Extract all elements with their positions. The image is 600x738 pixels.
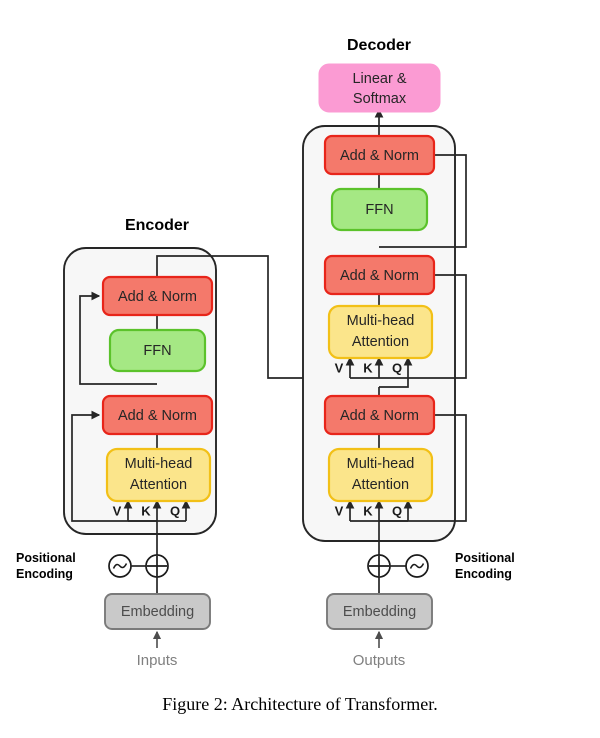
encoder-add-norm-bottom: Add & Norm xyxy=(101,394,214,436)
encoder-multi-head-attention-label-line2: Attention xyxy=(130,477,187,493)
encoder-multi-head-attention-label-line1: Multi-head xyxy=(125,456,193,472)
decoder-add-norm-top: Add & Norm xyxy=(323,134,436,176)
decoder-self-attention: Multi-head Attention xyxy=(327,447,434,503)
encoder-ffn-box xyxy=(108,328,207,373)
decoder-positional-encoding-wave-glyph xyxy=(409,563,425,569)
encoder-ffn: FFN xyxy=(108,328,207,373)
encoder-embedding-box xyxy=(104,593,211,630)
linear-softmax-label-line2: Softmax xyxy=(353,91,407,107)
decoder-ffn-box xyxy=(330,187,429,232)
decoder-cross-attention-label-line1: Multi-head xyxy=(347,313,415,329)
decoder-embedding-label: Embedding xyxy=(343,604,416,620)
decoder-self-attention-box xyxy=(327,447,434,503)
decoder-cross-q-feed-wire xyxy=(379,378,409,388)
decoder-add-norm-bottom-box xyxy=(323,394,436,436)
encoder-attention-residual-wire xyxy=(71,410,157,522)
encoder-ffn-residual-wire xyxy=(79,291,157,385)
decoder-add-norm-top-label: Add & Norm xyxy=(340,148,419,164)
decoder-positional-encoding-label-line2: Encoding xyxy=(455,567,512,581)
decoder-add-norm-top-box xyxy=(323,134,436,176)
decoder-self-v-label: V xyxy=(335,503,344,518)
decoder-stack: Add & Norm FFN Add & Norm Multi-head Att… xyxy=(302,108,467,566)
encoder-q-label: Q xyxy=(170,503,180,518)
decoder-cross-attention-box xyxy=(327,304,434,360)
figure-caption: Figure 2: Architecture of Transformer. xyxy=(162,694,438,714)
decoder-add-norm-bottom: Add & Norm xyxy=(323,394,436,436)
decoder-add-norm-middle: Add & Norm xyxy=(323,254,436,296)
decoder-self-q-label: Q xyxy=(392,503,402,518)
encoder-positional-encoding-label-line2: Encoding xyxy=(16,567,73,581)
encoder-add-norm-top: Add & Norm xyxy=(101,275,214,317)
decoder-ffn-residual-wire xyxy=(379,150,467,248)
decoder-cross-attention-label-line2: Attention xyxy=(352,334,409,350)
encoder-inputs-label: Inputs xyxy=(137,652,178,669)
encoder-multi-head-attention-box xyxy=(105,447,212,503)
decoder-embedding-box xyxy=(326,593,433,630)
decoder-add-norm-middle-box xyxy=(323,254,436,296)
decoder-add-norm-middle-label: Add & Norm xyxy=(340,268,419,284)
decoder-cross-attention: Multi-head Attention xyxy=(327,304,434,360)
decoder-self-attention-residual-wire xyxy=(379,410,467,522)
linear-softmax-label-line1: Linear & xyxy=(352,71,406,87)
decoder-self-attention-label-line1: Multi-head xyxy=(347,456,415,472)
decoder-cross-v-label: V xyxy=(335,360,344,375)
encoder-positional-encoding-wave-glyph xyxy=(112,563,128,569)
encoder-title: Encoder xyxy=(125,217,189,234)
decoder-self-k-label: K xyxy=(363,503,373,518)
decoder-cross-k-label: K xyxy=(363,360,373,375)
decoder-outputs-label: Outputs xyxy=(353,652,406,669)
decoder-cross-q-label: Q xyxy=(392,360,402,375)
encoder-ffn-label: FFN xyxy=(143,343,171,359)
linear-softmax-head: Linear & Softmax xyxy=(318,63,441,113)
encoder-add-norm-top-box xyxy=(101,275,214,317)
decoder-ffn: FFN xyxy=(330,187,429,232)
decoder-cross-attention-residual-wire xyxy=(379,270,467,379)
encoder-add-norm-top-label: Add & Norm xyxy=(118,289,197,305)
decoder-positional-encoding-label-line1: Positional xyxy=(455,551,515,565)
encoder-multi-head-attention: Multi-head Attention xyxy=(105,447,212,503)
decoder-input-group: Positional Encoding Embedding Outputs xyxy=(326,551,515,669)
decoder-residual-sum-glyph xyxy=(369,556,389,576)
encoder-positional-encoding-label-line1: Positional xyxy=(16,551,76,565)
encoder-add-norm-bottom-label: Add & Norm xyxy=(118,408,197,424)
linear-softmax-box xyxy=(318,63,441,113)
decoder-title: Decoder xyxy=(347,37,411,54)
encoder-v-label: V xyxy=(113,503,122,518)
encoder-add-norm-bottom-box xyxy=(101,394,214,436)
encoder-input-group: Positional Encoding Embedding Inputs xyxy=(16,551,211,669)
encoder-embedding-label: Embedding xyxy=(121,604,194,620)
decoder-self-attention-label-line2: Attention xyxy=(352,477,409,493)
decoder-add-norm-bottom-label: Add & Norm xyxy=(340,408,419,424)
encoder-residual-sum-glyph xyxy=(147,556,167,576)
encoder-stack: Add & Norm FFN Add & Norm Multi-head Att… xyxy=(63,247,372,566)
decoder-ffn-label: FFN xyxy=(365,202,393,218)
encoder-k-label: K xyxy=(141,503,151,518)
